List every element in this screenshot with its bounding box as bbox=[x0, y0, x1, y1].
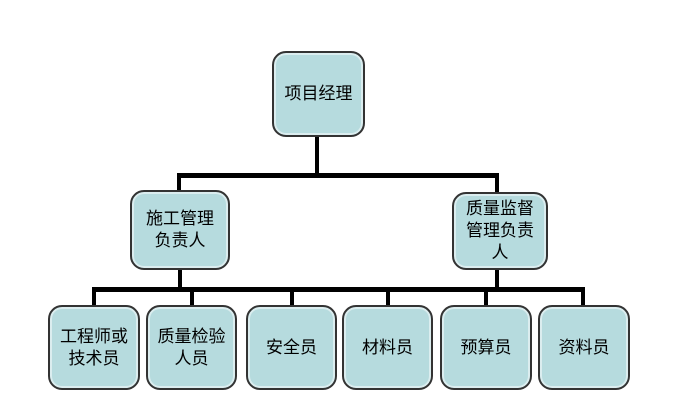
org-node-quality-inspector: 质量检验 人员 bbox=[146, 305, 237, 390]
connector-safety-drop bbox=[290, 289, 294, 306]
connector-level2-horizontal bbox=[177, 173, 499, 178]
connector-material-drop bbox=[386, 289, 390, 306]
connector-construction-drop bbox=[177, 175, 181, 192]
org-node-engineer-technician: 工程师或 技术员 bbox=[48, 305, 140, 390]
org-node-material-officer: 材料员 bbox=[342, 305, 433, 390]
org-node-safety-officer: 安全员 bbox=[246, 305, 337, 390]
connector-root-vertical bbox=[315, 136, 319, 177]
connector-budget-drop bbox=[484, 289, 488, 306]
connector-level3-horizontal bbox=[92, 287, 585, 292]
org-node-budget-officer: 预算员 bbox=[440, 305, 532, 390]
connector-construction-down bbox=[178, 269, 182, 291]
org-node-quality-supervisor: 质量监督 管理负责 人 bbox=[452, 192, 548, 270]
connector-engineer-drop bbox=[92, 289, 96, 306]
org-node-document-officer: 资料员 bbox=[538, 305, 630, 390]
org-node-construction-manager: 施工管理 负责人 bbox=[130, 190, 230, 270]
connector-quality-down bbox=[495, 269, 499, 291]
connector-document-drop bbox=[581, 289, 585, 306]
connector-quality-drop bbox=[495, 175, 499, 194]
org-node-project-manager: 项目经理 bbox=[272, 51, 365, 137]
connector-inspector-drop bbox=[190, 289, 194, 306]
